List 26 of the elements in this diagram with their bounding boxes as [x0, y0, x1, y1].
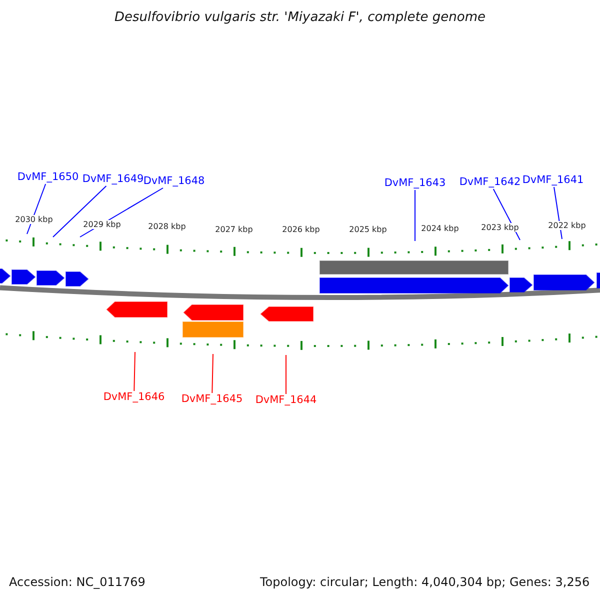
- scale-label: 2023 kbp: [481, 223, 519, 232]
- gene-label: DvMF_1646: [103, 391, 165, 404]
- leader-line: [492, 188, 520, 240]
- leader-line: [414, 190, 416, 242]
- gene-label: DvMF_1643: [384, 177, 446, 190]
- title: Desulfovibrio vulgaris str. 'Miyazaki F', complete genome: [113, 10, 487, 25]
- scale-label: 2025 kbp: [349, 225, 387, 234]
- scale-label: 2026 kbp: [282, 225, 320, 234]
- gene-label: DvMF_1644: [255, 394, 317, 407]
- footer-note: Topology: circular; Length: 4,040,304 bp; Genes: 3,256: [260, 575, 590, 589]
- scale-label: 2029 kbp: [83, 220, 121, 229]
- gene-label: DvMF_1641: [522, 174, 584, 187]
- scale-label: 2024 kbp: [421, 224, 459, 233]
- footer-note: Accession: NC_011769: [9, 575, 146, 589]
- gene-label: DvMF_1642: [459, 176, 521, 189]
- scale-label: 2022 kbp: [548, 221, 586, 230]
- scale-label: 2027 kbp: [215, 225, 253, 234]
- gene-label: DvMF_1648: [143, 175, 205, 188]
- gene-label: DvMF_1645: [181, 393, 243, 406]
- gene-label: DvMF_1650: [17, 171, 79, 184]
- gene-label: DvMF_1649: [82, 173, 144, 186]
- leader-line: [52, 186, 107, 238]
- leader-line: [212, 354, 214, 394]
- scale-label: 2030 kbp: [15, 215, 53, 224]
- leader-line: [134, 352, 136, 392]
- scale-label: 2028 kbp: [148, 222, 186, 231]
